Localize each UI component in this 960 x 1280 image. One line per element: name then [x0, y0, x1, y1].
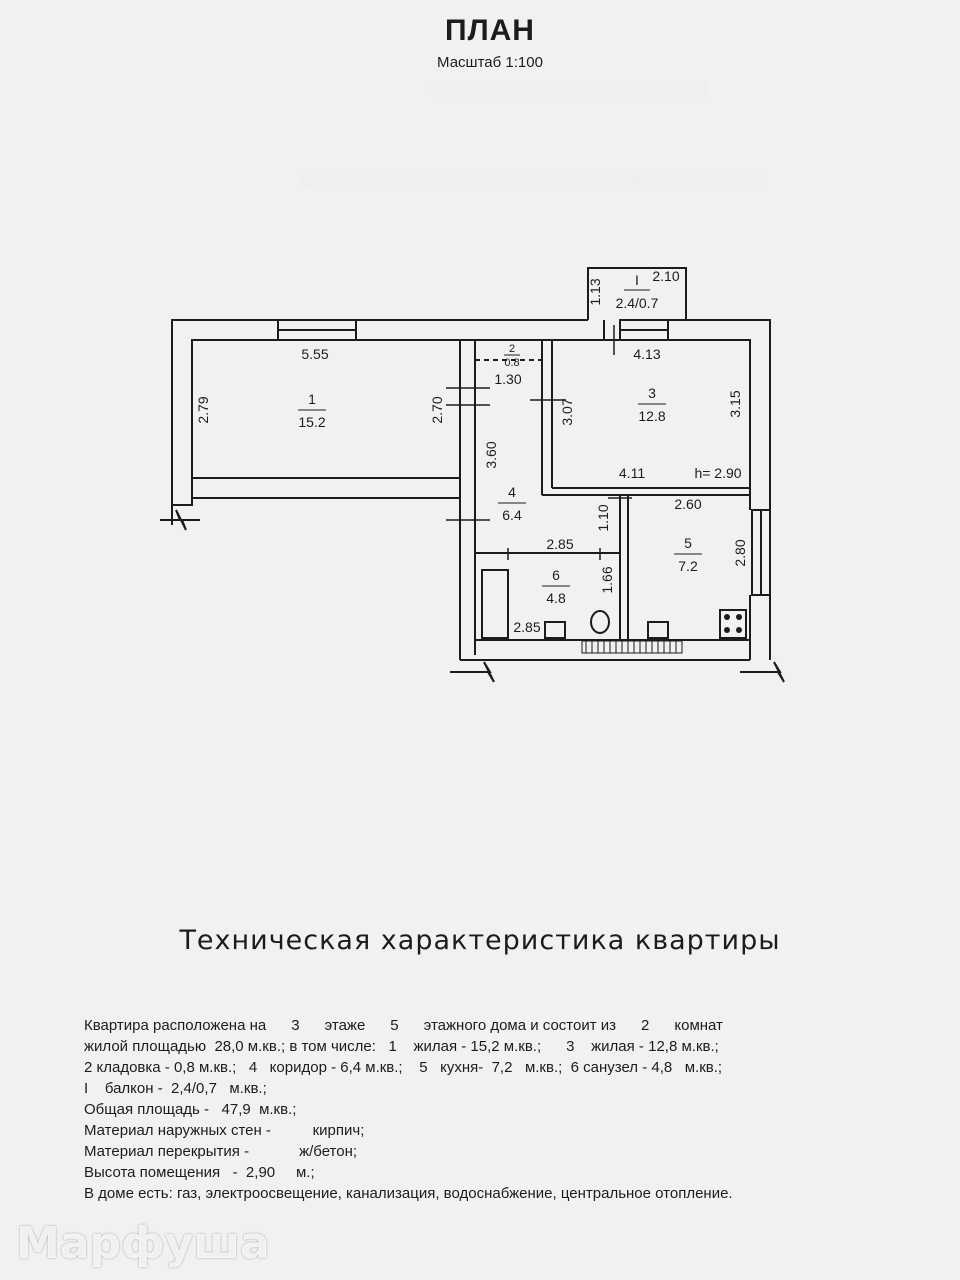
room-5-width: 2.60: [674, 496, 701, 512]
room-1-depth-right: 2.70: [429, 396, 445, 423]
specs-line: Материал наружных стен - кирпич;: [84, 1122, 365, 1139]
inner-wall: [460, 339, 751, 510]
bleed-through-text: ░░░░░░░░░░░░░░░░░░░░░░░░░░: [430, 80, 707, 97]
room-6-number: 6: [552, 567, 560, 583]
room-4-depth: 3.60: [483, 441, 499, 468]
balcony-depth: 1.13: [587, 278, 603, 305]
room-5-area: 7.2: [678, 558, 698, 574]
room-6-width-bottom: 2.85: [513, 619, 540, 635]
ceiling-height: h= 2.90: [694, 465, 741, 481]
inner-wall: [191, 339, 460, 505]
room-6-area: 4.8: [546, 590, 566, 606]
specs-line: Материал перекрытия - ж/бетон;: [84, 1143, 358, 1160]
bathtub: [481, 569, 509, 639]
room-1-width: 5.55: [301, 346, 328, 362]
room-3-depth: 3.07: [559, 398, 575, 425]
toilet: [590, 610, 610, 634]
sink-bathroom: [544, 621, 566, 639]
room-1-number: 1: [308, 391, 316, 407]
page-title: ПЛАН: [445, 14, 535, 47]
room-1-area: 15.2: [298, 414, 325, 430]
balcony-outline: [587, 267, 687, 320]
break-mark: [160, 509, 200, 531]
sink-kitchen: [647, 621, 669, 639]
room-3-width-bottom: 4.11: [619, 465, 645, 481]
specs-block: Квартира расположена на 3 этаже 5 этажно…: [84, 1015, 904, 1204]
break-mark: [740, 661, 785, 683]
stove: [719, 609, 747, 639]
specs-line: I балкон - 2,4/0,7 м.кв.;: [84, 1080, 267, 1097]
outer-wall: [668, 319, 771, 510]
watermark-logo: Марфуша: [16, 1218, 270, 1269]
section-title: Техническая характеристика квартиры: [179, 925, 781, 956]
specs-line: жилой площадью 28,0 м.кв.; в том числе: …: [84, 1038, 719, 1055]
room-6-depth: 1.66: [599, 566, 615, 593]
room-6-width: 2.85: [546, 536, 573, 552]
room-1-depth: 2.79: [195, 396, 211, 423]
break-mark: [450, 661, 495, 683]
room-4-area: 6.4: [502, 507, 522, 523]
radiator: [581, 640, 683, 654]
room-2-width: 1.30: [494, 371, 521, 387]
specs-line: В доме есть: газ, электроосвещение, кана…: [84, 1185, 733, 1202]
floor-plan: I 2.4/0.7 2.10 1.13 5.55 2.79 2.70 1 15.…: [160, 267, 785, 683]
room-2-area: 0.8: [504, 357, 519, 369]
specs-line: Общая площадь - 47,9 м.кв.;: [84, 1101, 297, 1118]
balcony-area: 2.4/0.7: [616, 295, 659, 311]
specs-line: 2 кладовка - 0,8 м.кв.; 4 коридор - 6,4 …: [84, 1059, 723, 1076]
balcony-width: 2.10: [652, 268, 679, 284]
room-4-number: 4: [508, 484, 516, 500]
room-3-area: 12.8: [638, 408, 665, 424]
room-3-width: 4.13: [633, 346, 660, 362]
balcony-number: I: [635, 272, 639, 288]
outer-wall: [171, 319, 588, 525]
room-5-number: 5: [684, 535, 692, 551]
room-5-depth: 2.80: [732, 539, 748, 566]
room-5-offset: 1.10: [595, 504, 611, 531]
specs-line: Квартира расположена на 3 этаже 5 этажно…: [84, 1017, 723, 1034]
room-3-number: 3: [648, 385, 656, 401]
room-2-number: 2: [509, 343, 515, 355]
specs-line: Высота помещения - 2,90 м.;: [84, 1164, 315, 1181]
room-3-depth-right: 3.15: [727, 390, 743, 417]
scale-label: Масштаб 1:100: [437, 54, 543, 71]
bleed-through-text: ░░░░░░░░░░░░░░░░░░░░░░░░░░░░░░░░░░░░░░░░…: [300, 170, 768, 187]
